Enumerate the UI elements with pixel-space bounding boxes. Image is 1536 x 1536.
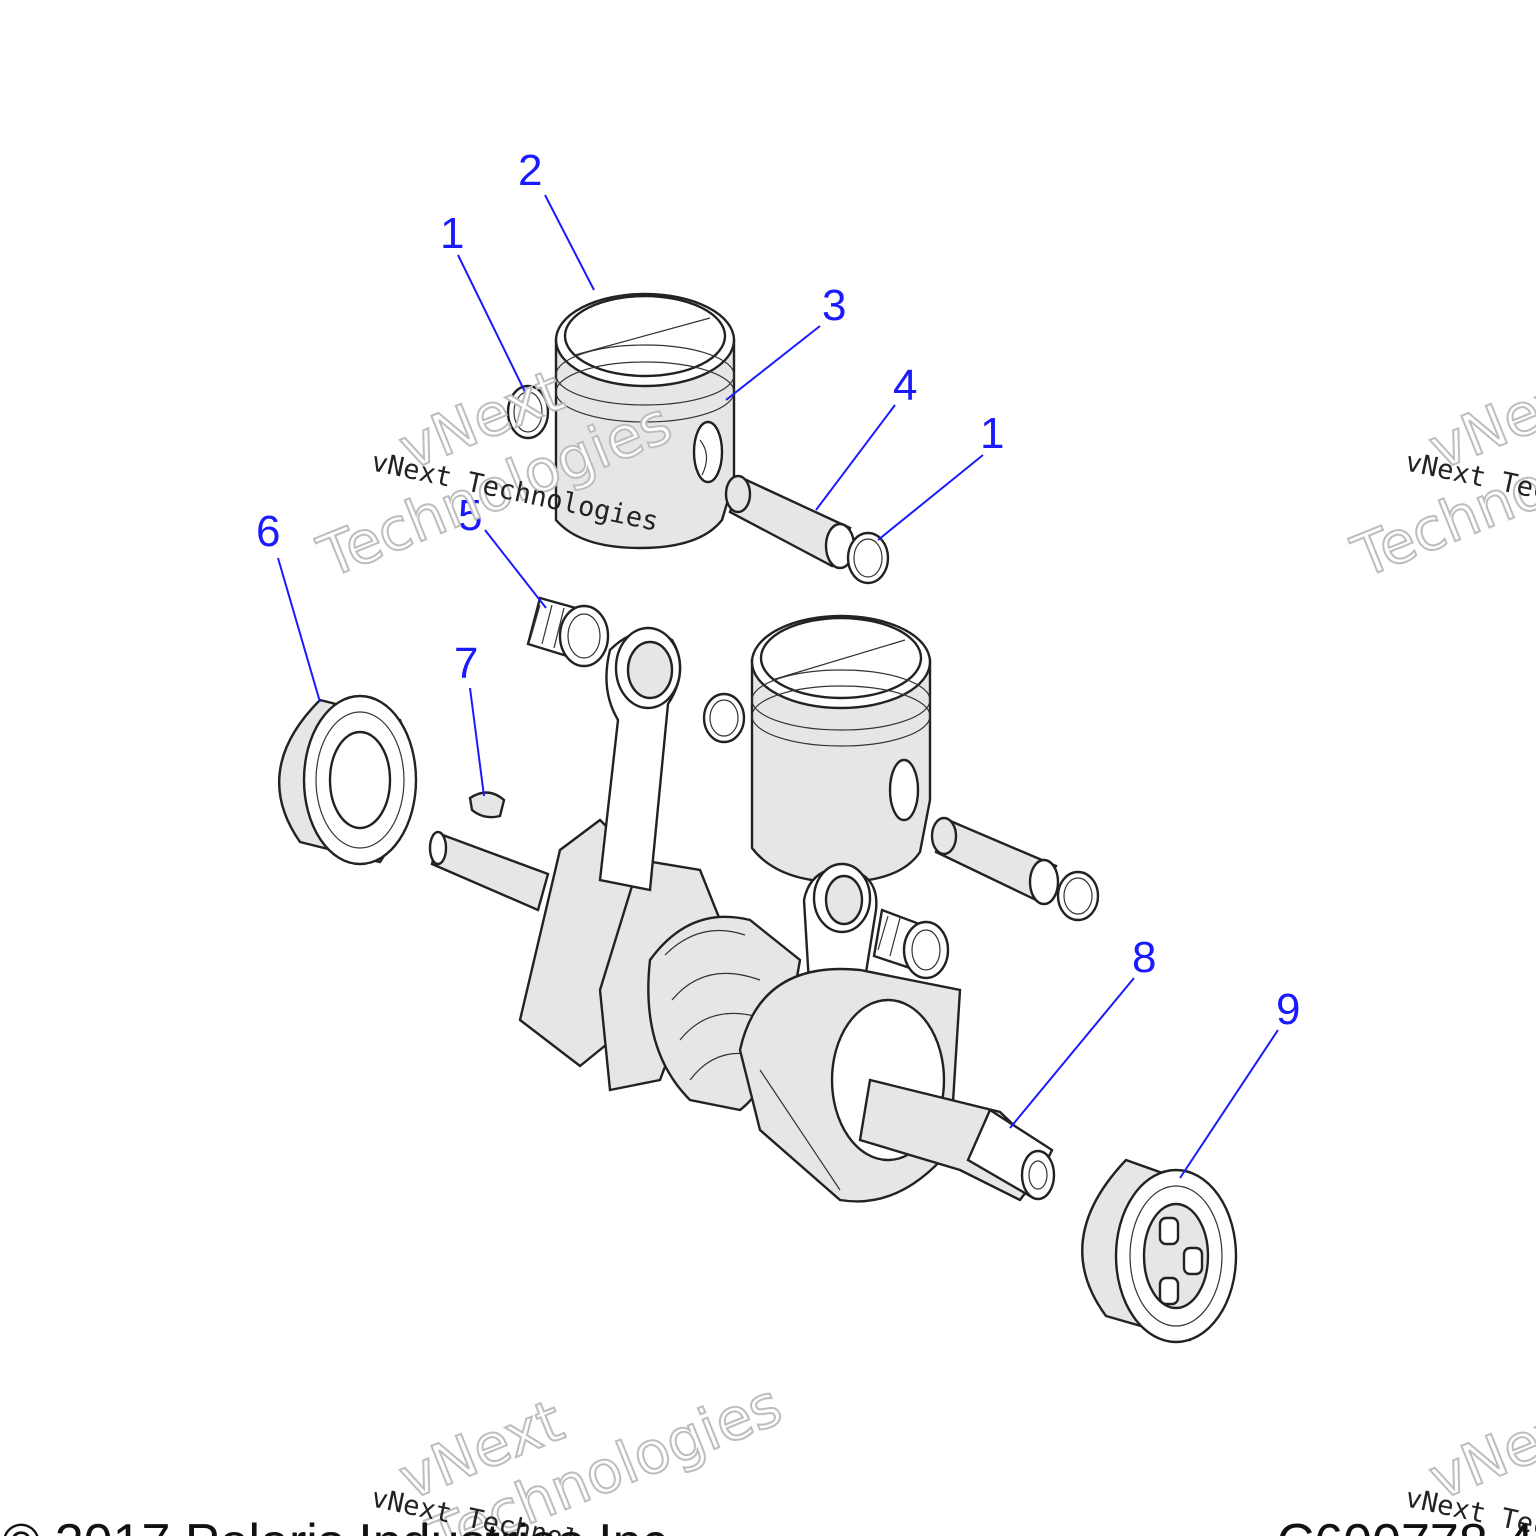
callout-5: 5	[458, 491, 482, 540]
callout-4: 4	[893, 361, 917, 410]
needle-bearing-lower	[872, 908, 950, 980]
ball-bearing-left	[277, 694, 418, 866]
piston-pin-clip-3	[702, 692, 746, 744]
callout-8: 8	[1132, 933, 1156, 982]
leader-3	[725, 325, 821, 401]
crankshaft-assembly	[428, 626, 1056, 1203]
leader-6	[277, 557, 321, 703]
leader-8	[1009, 977, 1135, 1129]
leader-7	[469, 687, 485, 797]
leader-9	[1179, 1029, 1279, 1179]
leader-4	[815, 404, 896, 511]
callout-7: 7	[454, 639, 478, 688]
callout-9: 9	[1276, 985, 1300, 1034]
piston-pin-clip-2	[846, 531, 890, 585]
leader-1b	[877, 454, 984, 541]
leader-2	[544, 194, 595, 291]
callout-6: 6	[256, 507, 280, 556]
watermark-bottom: vNext Technologies vNext Technologies	[369, 1369, 792, 1536]
piston-lower	[750, 614, 932, 884]
piston-pin-clip-1	[506, 384, 550, 440]
woodruff-key	[468, 791, 506, 819]
piston-pin	[724, 474, 856, 570]
callout-1a: 1	[440, 209, 464, 258]
callout-3: 3	[822, 281, 846, 330]
piston-pin-lower	[930, 816, 1060, 906]
roller-bearing-right	[1081, 1158, 1238, 1344]
callout-1b: 1	[980, 409, 1004, 458]
callout-2: 2	[518, 146, 542, 195]
leader-5	[484, 529, 547, 609]
needle-bearing-upper	[526, 596, 610, 668]
copyright-text: © 2017 Polaris Industries Inc.	[2, 1514, 682, 1536]
piston-upper	[554, 292, 736, 550]
watermark-right: vNext Technologies vNext Technologies	[1342, 355, 1536, 592]
leader-1a	[457, 254, 527, 395]
drawing-number: C600778-4	[1277, 1514, 1534, 1536]
piston-pin-clip-4	[1056, 870, 1100, 922]
